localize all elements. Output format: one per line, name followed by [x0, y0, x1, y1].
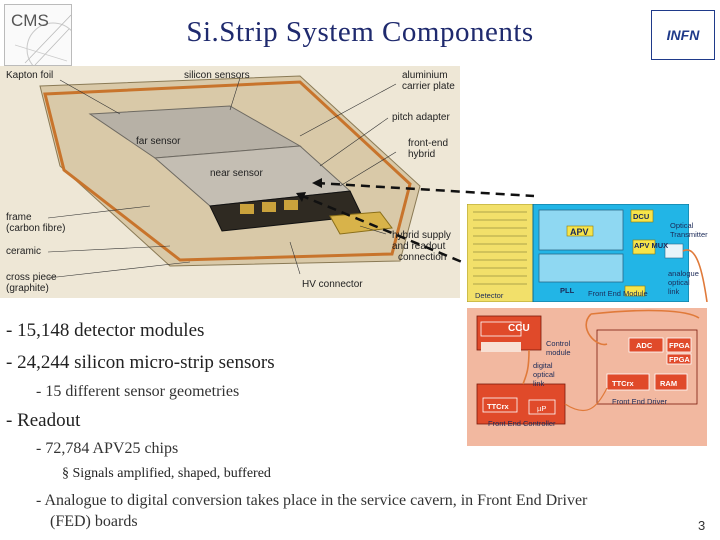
- bullet-sensor-geometries: - 15 different sensor geometries: [36, 383, 240, 400]
- label-mup: µP: [537, 404, 547, 413]
- module-photo: [0, 66, 460, 298]
- cms-logo-text: CMS: [11, 11, 49, 30]
- label-apv-mux: APV MUX: [634, 241, 669, 250]
- label-hybrid: hybrid: [408, 149, 436, 160]
- label-far-sensor: far sensor: [136, 136, 181, 147]
- infn-logo-text: INFN: [666, 27, 700, 43]
- label-frame: frame: [6, 212, 32, 223]
- label-front-end-driver: Front End Driver: [612, 397, 668, 406]
- label-front-end-controller: Front End Controller: [488, 419, 556, 428]
- label-and-readout: and readout: [392, 241, 446, 252]
- label-ttcrx-driver: TTCrx: [612, 379, 634, 388]
- label-hv-connector: HV connector: [302, 279, 363, 290]
- bullet-silicon-sensors: - 24,244 silicon micro-strip sensors: [6, 352, 275, 373]
- page-number: 3: [698, 518, 706, 533]
- cms-logo: CMS: [4, 4, 72, 66]
- bullet-apv-chips: - 72,784 APV25 chips: [36, 440, 179, 457]
- label-digital: digital: [533, 361, 553, 370]
- pointer-arrow-lower: [299, 193, 463, 264]
- label-apv: APV: [570, 227, 589, 237]
- label-carbon-fibre: (carbon fibre): [6, 223, 66, 234]
- label-silicon-sensors: silicon sensors: [184, 70, 250, 81]
- label-pll: PLL: [560, 286, 575, 295]
- label-fpga-2: FPGA: [669, 355, 690, 364]
- label-analogue-optical: optical: [668, 278, 690, 287]
- label-transmitter: Transmitter: [670, 230, 708, 239]
- label-analogue-link: link: [668, 287, 680, 296]
- label-detector: Detector: [475, 291, 504, 300]
- bullet-signals: § Signals amplified, shaped, buffered: [62, 466, 271, 481]
- label-digital-link: link: [533, 379, 545, 388]
- label-kapton-foil: Kapton foil: [6, 70, 54, 81]
- infn-logo: INFN: [651, 10, 715, 60]
- label-pitch-adapter: pitch adapter: [392, 112, 450, 123]
- label-adc: ADC: [636, 341, 653, 350]
- label-hybrid-supply: hybrid supply: [392, 230, 451, 241]
- label-ceramic: ceramic: [6, 246, 42, 257]
- front-end-module-diagram: [467, 204, 719, 302]
- label-fpga-1: FPGA: [669, 341, 690, 350]
- pointer-arrowhead-lower: [296, 192, 306, 202]
- label-ram: RAM: [660, 379, 678, 388]
- bullet-detector-modules: - 15,148 detector modules: [6, 320, 205, 341]
- label-digital-optical: optical: [533, 370, 555, 379]
- bullet-readout: - Readout: [6, 410, 81, 431]
- slide-title: Si.Strip System Components: [186, 16, 534, 48]
- label-analogue: analogue: [668, 269, 699, 278]
- label-front-end-module: Front End Module: [588, 289, 648, 298]
- label-near-sensor: near sensor: [210, 168, 263, 179]
- bullet-conversion-line2: (FED) boards: [50, 513, 138, 530]
- cms-logo-graphic: [14, 14, 71, 65]
- label-carrier-plate: carrier plate: [402, 81, 455, 92]
- label-optical: Optical: [670, 221, 694, 230]
- label-ttcrx-controller: TTCrx: [487, 402, 509, 411]
- bullet-conversion-line1: - Analogue to digital conversion takes p…: [36, 492, 588, 509]
- label-aluminium: aluminium: [402, 70, 448, 81]
- label-ccu: CCU: [508, 323, 530, 334]
- pointer-arrow-upper: [315, 181, 535, 198]
- label-cross-piece: cross piece: [6, 272, 57, 283]
- label-front-end: front-end: [408, 138, 449, 149]
- label-graphite: (graphite): [6, 283, 49, 294]
- pointer-arrowhead-upper: [312, 178, 322, 188]
- label-dcu: DCU: [633, 212, 650, 221]
- label-module: module: [546, 348, 571, 357]
- control-driver-diagram: [467, 308, 707, 446]
- label-connection: connection: [398, 252, 447, 263]
- label-control: Control: [546, 339, 571, 348]
